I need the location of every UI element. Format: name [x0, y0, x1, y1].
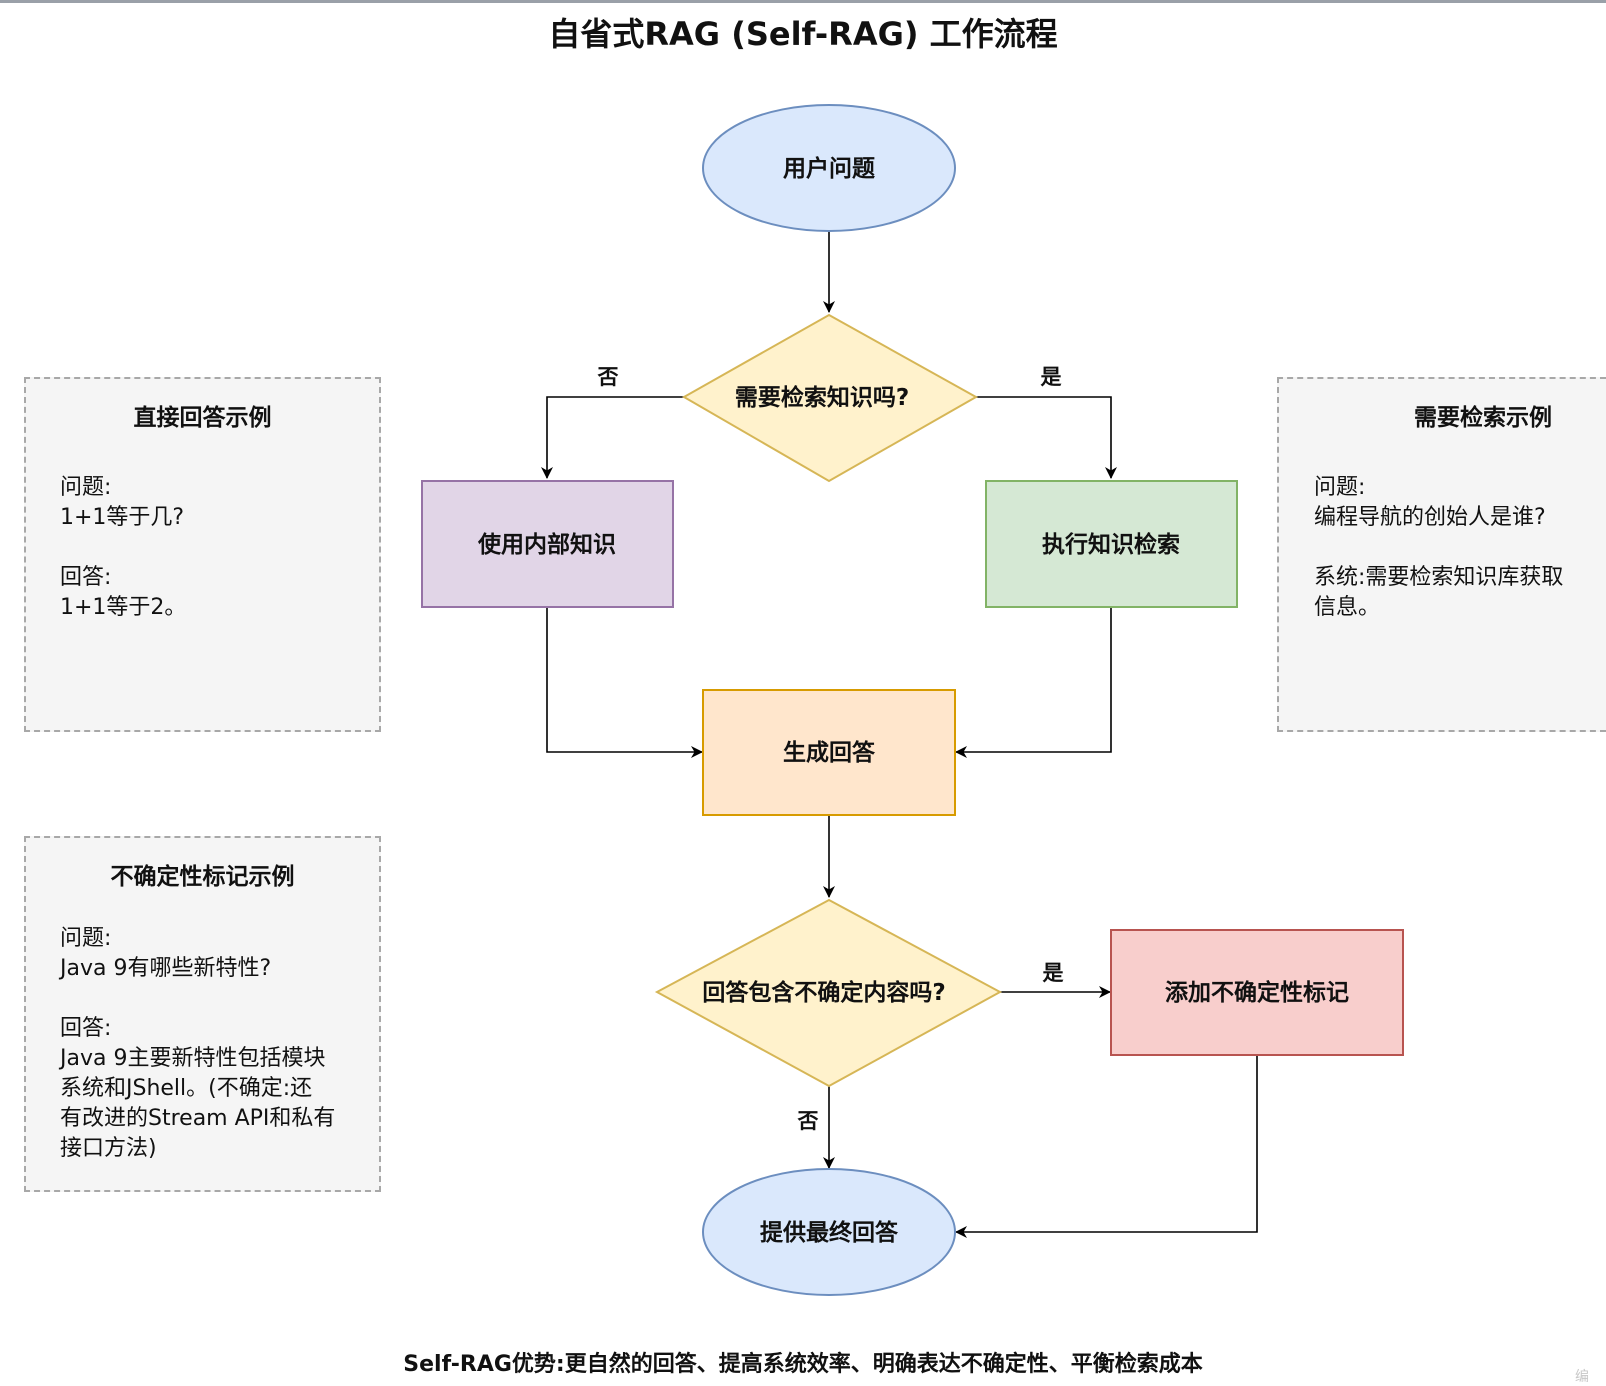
node-need-retrieval-label: 需要检索知识吗? [735, 384, 909, 411]
node-do-retrieval-label: 执行知识检索 [1042, 531, 1180, 558]
note-answer-label: 回答: [60, 565, 112, 590]
note-title: 不确定性标记示例 [110, 864, 295, 890]
edge-marker-to-final [955, 1055, 1258, 1238]
note-question-text: Java 9有哪些新特性? [60, 956, 272, 981]
node-add-marker-label: 添加不确定性标记 [1165, 979, 1349, 1006]
note-question-label: 问题: [1314, 475, 1366, 500]
note-answer-label: 回答: [60, 1016, 112, 1041]
node-add-marker-shape[interactable] [1110, 929, 1404, 1056]
note-question-label: 问题: [60, 475, 112, 500]
note-answer-line: 接口方法) [60, 1136, 157, 1161]
note-answer-line: 系统和JShell。(不确定:还 [60, 1076, 313, 1101]
diagram-title: 自省式RAG (Self-RAG) 工作流程 [548, 15, 1058, 53]
note-answer-line: Java 9主要新特性包括模块 [60, 1046, 326, 1071]
edge-retrieval-to-generate [955, 606, 1112, 758]
watermark-text: 编 [1575, 1369, 1589, 1385]
note-question-text: 编程导航的创始人是谁? [1314, 505, 1546, 530]
note-answer-text: 1+1等于2。 [60, 595, 187, 620]
node-use-internal-label: 使用内部知识 [477, 531, 616, 558]
node-final-answer-label: 提供最终回答 [760, 1219, 899, 1246]
footer-advantages: Self-RAG优势:更自然的回答、提高系统效率、明确表达不确定性、平衡检索成本 [403, 1352, 1203, 1377]
node-user-question-label: 用户问题 [783, 155, 875, 182]
edge-label-no: 否 [798, 1109, 819, 1133]
node-user-question-shape[interactable] [702, 104, 956, 232]
note-question-text: 1+1等于几? [60, 505, 185, 530]
node-do-retrieval-shape[interactable] [985, 480, 1238, 608]
node-generate-label: 生成回答 [783, 739, 876, 766]
node-generate-shape[interactable] [702, 689, 956, 816]
note-direct-answer: 直接回答示例 问题: 1+1等于几? 回答: 1+1等于2。 [24, 377, 381, 732]
note-title: 需要检索示例 [1414, 405, 1552, 431]
node-need-retrieval-shape[interactable] [681, 313, 979, 483]
note-title: 直接回答示例 [133, 405, 272, 431]
note-question-label: 问题: [60, 926, 112, 951]
edge-decision-to-retrieval [976, 396, 1117, 479]
note-system-label: 系统:需要检索知识库获取 [1314, 565, 1564, 590]
note-retrieval-example: 需要检索示例 问题: 编程导航的创始人是谁? 系统:需要检索知识库获取 信息。 [1277, 377, 1606, 732]
edge-label-yes: 是 [1041, 365, 1062, 389]
edge-label-no: 否 [598, 365, 619, 389]
node-use-internal-shape[interactable] [421, 480, 674, 608]
window-top-border [0, 0, 1606, 3]
edge-decision-to-internal [541, 396, 684, 479]
note-answer-line: 有改进的Stream API和私有 [60, 1106, 336, 1131]
edge-internal-to-generate [546, 606, 703, 758]
node-uncertain-check-label: 回答包含不确定内容吗? [702, 979, 945, 1006]
node-final-answer-shape[interactable] [702, 1168, 956, 1296]
note-uncertainty-example: 不确定性标记示例 问题: Java 9有哪些新特性? 回答: Java 9主要新… [24, 836, 381, 1192]
edge-label-yes: 是 [1043, 961, 1064, 985]
node-uncertain-check-shape[interactable] [654, 898, 1003, 1088]
note-system-text: 信息。 [1314, 595, 1381, 620]
